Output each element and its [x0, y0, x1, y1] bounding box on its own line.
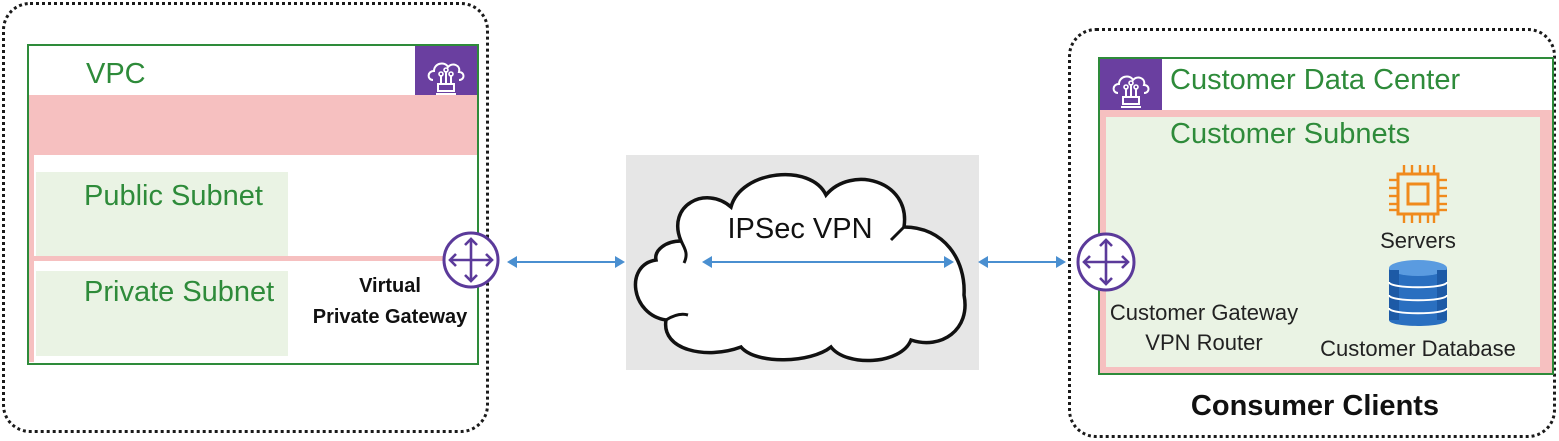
vpc-label: VPC [86, 58, 146, 90]
data-center-label: Customer Data Center [1170, 64, 1461, 96]
customer-database-label: Customer Database [1320, 336, 1516, 361]
vpc-left-edge [29, 155, 34, 362]
customer-gateway-label-line1: Customer Gateway [1109, 300, 1299, 325]
vpn-tunnel-arrow [702, 256, 954, 268]
vpc-outer-boundary [2, 2, 489, 433]
customer-gateway-label-line2: VPN Router [1145, 330, 1263, 355]
servers-label: Servers [1380, 228, 1456, 253]
database-icon [1388, 260, 1448, 326]
connection-arrow-right [978, 256, 1066, 268]
ipsec-vpn-label: IPSec VPN [727, 213, 873, 245]
vpg-label-line1: Virtual [359, 275, 421, 297]
connection-arrow-left [507, 256, 625, 268]
public-subnet-label: Public Subnet [84, 180, 263, 212]
consumer-clients-outer-boundary [1068, 28, 1556, 438]
vpc-subnet-divider [29, 256, 477, 261]
private-subnet-label: Private Subnet [84, 276, 275, 308]
private-subnet [36, 271, 288, 356]
chip-icon [1389, 165, 1447, 223]
virtual-private-gateway-icon [442, 231, 500, 289]
customer-subnets [1106, 117, 1540, 367]
vpc-pink-band [29, 95, 477, 155]
consumer-clients-label: Consumer Clients [1190, 390, 1440, 422]
customer-gateway-icon [1076, 232, 1136, 292]
vpg-label-line2: Private Gateway [312, 306, 468, 328]
ipsec-vpn-cloud [633, 172, 967, 363]
customer-subnets-label: Customer Subnets [1170, 118, 1411, 150]
public-subnet [36, 172, 288, 256]
